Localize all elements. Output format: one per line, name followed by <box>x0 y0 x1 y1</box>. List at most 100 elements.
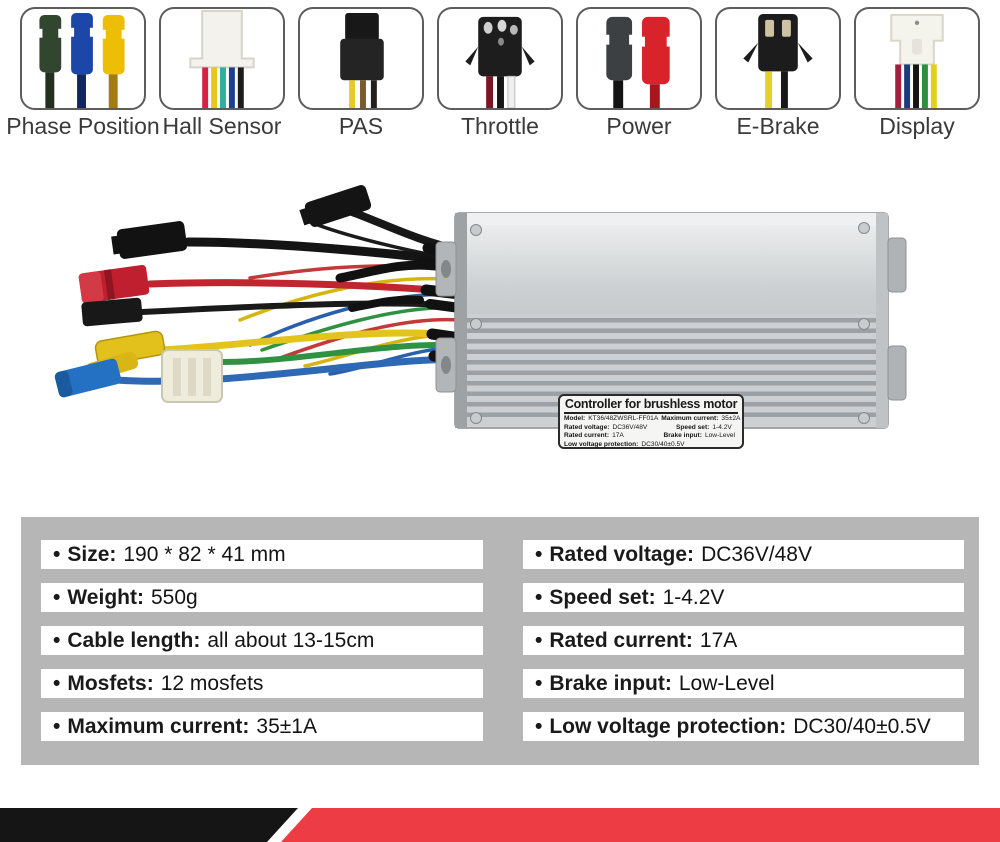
connector-card-power: Power <box>576 7 702 140</box>
spec-value: Low-Level <box>678 672 775 695</box>
display-connector-icon <box>890 13 944 108</box>
spec-value: 190 * 82 * 41 mm <box>123 543 286 566</box>
spec-value: DC36V/48V <box>701 543 812 566</box>
connector-label: E-Brake <box>736 113 820 139</box>
hall-sensor-thumb <box>159 7 285 110</box>
spec-value: all about 13-15cm <box>207 629 375 652</box>
controller-illustration <box>54 185 907 429</box>
mounting-tabs <box>435 237 907 401</box>
sticker-row: Rated current: 17A Brake input: Low-Leve… <box>564 432 738 441</box>
bullet-icon: • <box>535 543 543 566</box>
spec-label: Speed set: <box>549 586 656 609</box>
display-thumb <box>854 7 980 110</box>
throttle-thumb <box>437 7 563 110</box>
ribbon-red-shape <box>281 808 1000 842</box>
spec-label: Weight: <box>67 586 144 609</box>
connector-legend: Phase Position Hall Sensor <box>6 7 980 140</box>
black-sm-connector-top <box>299 185 372 227</box>
spec-row-brake-input: • Brake input: Low-Level <box>523 669 964 698</box>
blue-connector <box>54 358 122 398</box>
e-brake-connector-icon <box>743 13 813 108</box>
pas-thumb <box>298 7 424 110</box>
spec-row-mosfets: • Mosfets: 12 mosfets <box>41 669 483 698</box>
bullet-icon: • <box>535 715 543 738</box>
ribbon-graphic <box>0 808 1000 842</box>
white-molex-connector <box>161 349 223 403</box>
spec-label: Mosfets: <box>67 672 154 695</box>
sticker-field-label: Low voltage protection: <box>564 440 639 448</box>
spec-row-speed-set: • Speed set: 1-4.2V <box>523 583 964 612</box>
spec-label: Rated current: <box>549 629 693 652</box>
spec-row-rated-voltage: • Rated voltage: DC36V/48V <box>523 540 964 569</box>
spec-label: Brake input: <box>549 672 672 695</box>
sticker-field-label: Rated current: <box>564 432 610 440</box>
power-thumb <box>576 7 702 110</box>
spec-row-rated-current: • Rated current: 17A <box>523 626 964 655</box>
connector-label: Display <box>879 113 955 139</box>
sticker-field-value: 35±2A <box>721 415 741 422</box>
spec-label: Maximum current: <box>67 715 250 738</box>
connector-label: Throttle <box>461 113 539 139</box>
sticker-field-value: 1-4.2V <box>712 423 732 431</box>
spec-row-cable-length: • Cable length: all about 13-15cm <box>41 626 483 655</box>
spec-row-low-voltage-protection: •Low voltage protection:DC30/40±0.5V <box>523 712 964 741</box>
e-brake-thumb <box>715 7 841 110</box>
connector-card-display: Display <box>854 7 980 140</box>
sticker-field-value: DC30/40±0.5V <box>641 440 685 448</box>
brand-ribbon <box>0 808 1000 842</box>
spec-value: 1-4.2V <box>662 586 725 609</box>
spec-row-size: •Size:190 * 82 * 41 mm <box>41 540 483 569</box>
spec-label: Cable length: <box>67 629 201 652</box>
throttle-connector-icon <box>465 16 535 108</box>
pas-connector-icon <box>340 12 384 108</box>
connector-label: Power <box>606 113 672 139</box>
spec-value: 550g <box>150 586 198 609</box>
connector-label: Hall Sensor <box>162 113 282 139</box>
sticker-field-value: KT36/48ZWSRL-FF01A <box>588 415 659 422</box>
sticker-field-label: Rated voltage: <box>564 423 610 431</box>
spec-label: Rated voltage: <box>549 543 695 566</box>
bullet-icon: • <box>53 715 61 738</box>
connector-label: Phase Position <box>6 113 160 139</box>
sticker-field-label: Brake input: <box>663 432 702 440</box>
spec-column-right: • Rated voltage: DC36V/48V • Speed set: 1-4.… <box>523 540 964 755</box>
spec-value: 35±1A <box>256 715 317 738</box>
connector-card-e-brake: E-Brake <box>715 7 841 140</box>
spec-value: DC30/40±0.5V <box>793 715 931 738</box>
red-power-connector <box>78 264 150 304</box>
spec-value: 17A <box>699 629 738 652</box>
controller-photo: Controller for brushless motor Model: KT… <box>0 150 1000 510</box>
controller-body <box>435 212 907 429</box>
connector-card-hall-sensor: Hall Sensor <box>159 7 285 140</box>
connector-label: PAS <box>338 113 384 139</box>
sticker-field-label: Maximum current: <box>661 415 719 422</box>
spec-column-left: • Size: 190 * 82 * 41 mm • Weight: 550g • Cab… <box>41 540 483 755</box>
black-small-connector <box>81 297 143 327</box>
hall-sensor-connector-icon <box>189 9 255 108</box>
bullet-icon: • <box>53 672 61 695</box>
screws <box>470 222 870 424</box>
sticker-field-value: DC36V/48V <box>612 423 648 431</box>
bullet-icon: • <box>535 629 543 652</box>
sticker-field-label: Speed set: <box>676 423 710 431</box>
bullet-icon: • <box>53 629 61 652</box>
sticker-field-value: Low-Level <box>704 432 735 440</box>
bullet-icon: • <box>535 672 543 695</box>
connector-card-throttle: Throttle <box>437 7 563 140</box>
connector-card-pas: PAS <box>298 7 424 140</box>
spec-row-weight: • Weight: 550g <box>41 583 483 612</box>
connector-card-phase-position: Phase Position <box>6 7 160 140</box>
sticker-field-label: Model: <box>564 415 586 422</box>
phase-position-thumb <box>20 7 146 110</box>
sticker-row: Model: KT36/48ZWSRL-FF01A Maximum curren… <box>564 415 741 424</box>
controller-label-sticker: Controller for brushless motor Model: KT… <box>558 394 744 449</box>
spec-label: Size: <box>67 543 117 566</box>
spec-value: 12 mosfets <box>160 672 264 695</box>
sticker-row: Rated voltage: DC36V/48V Speed set: 1-4.… <box>564 424 738 433</box>
ribbon-black-shape <box>0 808 298 842</box>
spec-row-maximum-current: • Maximum current: 35±1A <box>41 712 483 741</box>
bullet-icon: • <box>535 586 543 609</box>
sticker-row: Low voltage protection: DC30/40±0.5V <box>564 441 738 450</box>
bullet-icon: • <box>53 586 61 609</box>
phase-position-connector-icon <box>37 12 127 108</box>
